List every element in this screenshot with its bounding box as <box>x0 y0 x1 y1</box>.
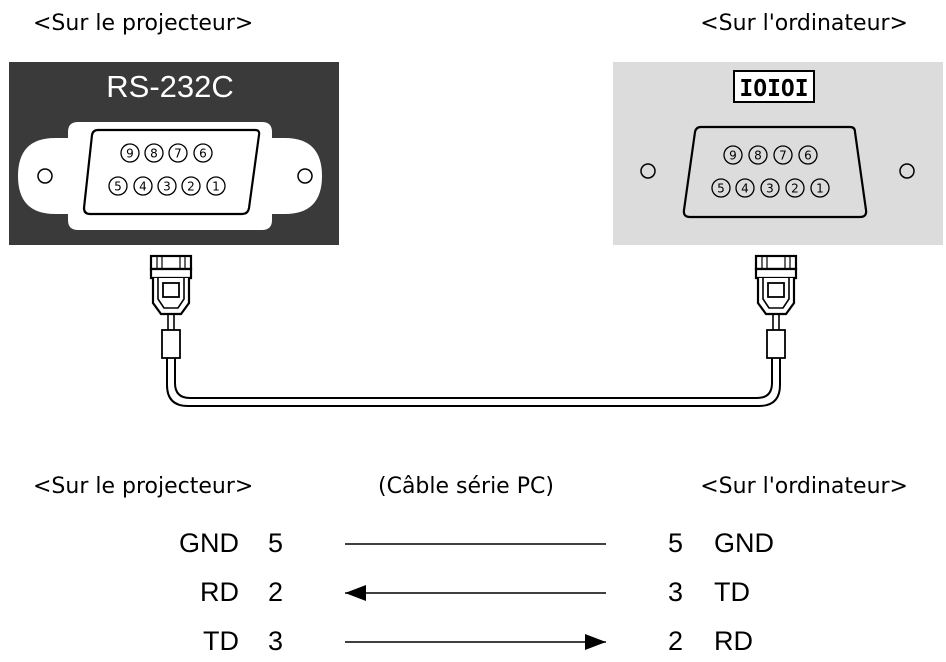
computer_panel-pin-4-label: 4 <box>741 182 749 196</box>
right-pin-number-3: 2 <box>668 626 684 656</box>
projector_panel-pin-7-label: 7 <box>174 147 182 161</box>
wire-arrowhead-3 <box>585 634 606 650</box>
computer-panel: IOIOI 9 8 7 6 5 4 3 2 1 <box>613 62 943 245</box>
projector_panel-pin-6-label: 6 <box>199 147 207 161</box>
serial-port-icon-label: IOIOI <box>739 76 808 102</box>
projector_panel-pin-1-circle <box>206 176 226 196</box>
projector_panel-pin-7-circle <box>168 143 188 163</box>
left-pin-number-3: 3 <box>268 626 284 656</box>
computer-screw-hole-left <box>640 163 656 179</box>
computer_panel-pin-9-circle <box>723 145 743 165</box>
projector_panel-pin-8-label: 8 <box>150 147 158 161</box>
projector-screw-hole-right <box>297 168 313 184</box>
left-signal-name-1: GND <box>179 528 239 558</box>
projector_panel-pin-5-label: 5 <box>114 180 122 194</box>
projector_panel-pin-9-circle <box>120 143 140 163</box>
serial-cable-outer <box>166 358 781 407</box>
computer_panel-pin-4-circle <box>735 178 755 198</box>
computer-dsub-port <box>682 125 868 219</box>
left-pin-number-2: 2 <box>268 577 284 607</box>
computer-screw-hole-right <box>899 163 915 179</box>
computer_panel-pin-6-circle <box>798 145 818 165</box>
projector_panel-pin-4-circle <box>133 176 153 196</box>
computer_panel-pin-7-label: 7 <box>779 149 787 163</box>
left-pin-number-1: 5 <box>268 528 284 558</box>
computer_panel-pin-9-label: 9 <box>729 149 737 163</box>
projector_panel-pin-8-circle <box>144 143 164 163</box>
computer-cable-plug <box>754 254 798 360</box>
serial-port-icon <box>733 70 815 103</box>
computer_panel-pin-5-label: 5 <box>717 182 725 196</box>
bottom-right-heading: <Sur l'ordinateur> <box>700 474 908 499</box>
projector_panel-pin-1-label: 1 <box>212 180 220 194</box>
serial-cable-inner <box>174 358 773 399</box>
bottom-left-heading: <Sur le projecteur> <box>33 474 254 499</box>
projector-screw-hole-left <box>37 168 53 184</box>
computer_panel-pin-2-circle <box>785 178 805 198</box>
computer_panel-pin-1-label: 1 <box>816 182 824 196</box>
projector_panel-pin-9-label: 9 <box>126 147 134 161</box>
left-signal-name-3: TD <box>203 626 239 656</box>
right-pin-number-1: 5 <box>668 528 684 558</box>
computer_panel-pin-8-label: 8 <box>754 149 762 163</box>
projector_panel-pin-3-circle <box>157 176 177 196</box>
wire-arrowhead-2 <box>345 585 366 601</box>
computer_panel-pin-8-circle <box>748 145 768 165</box>
right-signal-name-1: GND <box>714 528 774 558</box>
projector_panel-pin-2-circle <box>181 176 201 196</box>
wiring-lines <box>345 543 606 650</box>
computer_panel-pin-2-label: 2 <box>791 182 799 196</box>
computer-pins: 9 8 7 6 5 4 3 2 1 <box>711 145 830 198</box>
right-signal-name-3: RD <box>714 626 753 656</box>
bottom-center-heading: (Câble série PC) <box>378 474 554 499</box>
projector-panel: RS-232C 9 8 7 6 5 4 3 2 1 <box>9 62 339 245</box>
top-left-heading: <Sur le projecteur> <box>33 11 254 36</box>
rs232c-label: RS-232C <box>106 69 234 104</box>
right-signal-name-2: TD <box>714 577 750 607</box>
top-right-heading: <Sur l'ordinateur> <box>700 11 908 36</box>
computer_panel-pin-7-circle <box>773 145 793 165</box>
projector_panel-pin-4-label: 4 <box>139 180 147 194</box>
computer_panel-pin-6-label: 6 <box>804 149 812 163</box>
projector-dsub-port <box>82 128 261 216</box>
left-signal-name-2: RD <box>200 577 239 607</box>
projector_panel-pin-3-label: 3 <box>163 180 171 194</box>
right-pin-number-2: 3 <box>668 577 684 607</box>
computer_panel-pin-3-label: 3 <box>766 182 774 196</box>
projector-pins: 9 8 7 6 5 4 3 2 1 <box>108 143 226 196</box>
computer_panel-pin-5-circle <box>711 178 731 198</box>
projector-cable-plug <box>149 254 193 360</box>
projector_panel-pin-2-label: 2 <box>187 180 195 194</box>
projector_panel-pin-5-circle <box>108 176 128 196</box>
computer_panel-pin-3-circle <box>760 178 780 198</box>
computer_panel-pin-1-circle <box>810 178 830 198</box>
projector_panel-pin-6-circle <box>193 143 213 163</box>
